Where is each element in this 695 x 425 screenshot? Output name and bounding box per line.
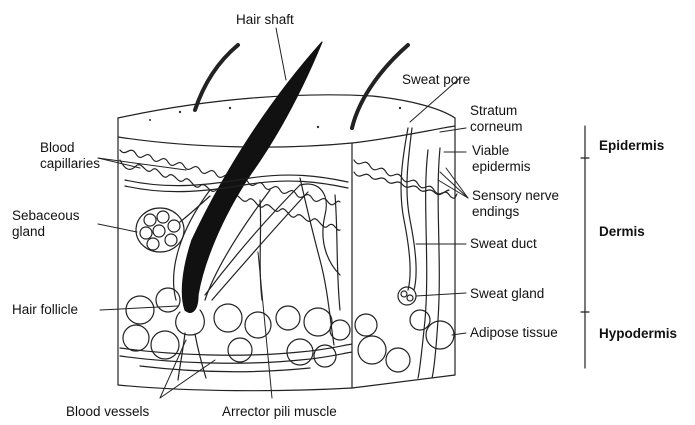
label-arrector-pili-muscle: Arrector pili muscle [222,404,337,420]
label-sweat-pore: Sweat pore [402,72,470,88]
layer-label-hypodermis: Hypodermis [599,326,677,342]
adipose-tissue-cells [123,288,454,372]
label-blood-vessels: Blood vessels [66,404,149,420]
label-sweat-gland: Sweat gland [470,286,544,302]
label-hair-shaft: Hair shaft [236,12,294,28]
layer-label-epidermis: Epidermis [599,138,664,154]
nerve-lines [260,195,340,310]
skin-block-outline [118,95,455,391]
sweat-duct-and-gland [398,128,440,378]
label-adipose-tissue: Adipose tissue [470,325,558,341]
main-hair-follicle [174,42,322,380]
layer-brackets [581,126,589,368]
label-hair-follicle: Hair follicle [12,302,78,318]
layer-label-dermis: Dermis [599,224,645,240]
label-sweat-duct: Sweat duct [470,236,537,252]
